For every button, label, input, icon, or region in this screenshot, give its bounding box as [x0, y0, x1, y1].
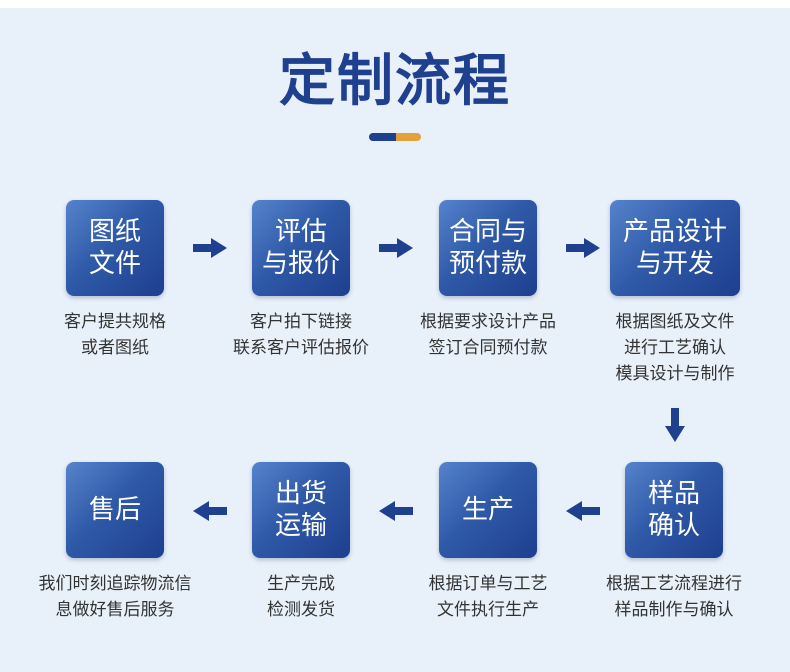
desc-line: 根据图纸及文件	[615, 312, 735, 332]
step-shipping-desc: 生产完成 检测发货	[211, 571, 391, 623]
title-underline-blue	[369, 133, 396, 141]
step-label-line: 运输	[274, 511, 327, 541]
step-sample-desc: 根据工艺流程进行 样品制作与确认	[584, 571, 764, 623]
desc-line: 生产完成	[267, 574, 335, 594]
arrow-left-icon	[379, 501, 413, 521]
step-design-box: 产品设计 与开发	[610, 200, 740, 296]
desc-line: 文件执行生产	[437, 600, 539, 620]
step-design-desc: 根据图纸及文件 进行工艺确认 模具设计与制作	[585, 309, 765, 387]
desc-line: 进行工艺确认	[624, 338, 726, 358]
arrow-right-icon	[193, 238, 227, 258]
step-label-line: 与开发	[635, 249, 714, 279]
step-label-line: 与报价	[261, 249, 340, 279]
title-underline-gold	[396, 133, 421, 141]
desc-line: 根据工艺流程进行	[606, 574, 742, 594]
step-drawings-box: 图纸 文件	[66, 200, 164, 296]
step-drawings-desc: 客户提共规格 或者图纸	[25, 309, 205, 361]
step-aftersales-box: 售后	[66, 462, 164, 558]
arrow-right-icon	[379, 238, 413, 258]
step-production-box: 生产	[439, 462, 537, 558]
arrow-left-icon	[193, 501, 227, 521]
step-label-line: 样品	[647, 479, 700, 509]
desc-line: 检测发货	[267, 600, 335, 620]
arrow-left-icon	[566, 501, 600, 521]
step-label-line: 确认	[647, 511, 700, 541]
desc-line: 样品制作与确认	[614, 600, 734, 620]
step-label-line: 售后	[88, 495, 141, 525]
step-label-line: 文件	[88, 249, 141, 279]
step-label-line: 预付款	[448, 249, 527, 279]
step-contract-desc: 根据要求设计产品 签订合同预付款	[398, 309, 578, 361]
desc-line: 模具设计与制作	[615, 364, 735, 384]
page-background	[0, 8, 790, 672]
desc-line: 或者图纸	[81, 338, 149, 358]
step-shipping-box: 出货 运输	[252, 462, 350, 558]
desc-line: 根据要求设计产品	[420, 312, 556, 332]
step-label-line: 合同与	[448, 217, 527, 247]
step-quote-desc: 客户拍下链接 联系客户评估报价	[211, 309, 391, 361]
desc-line: 息做好售后服务	[55, 600, 175, 620]
step-aftersales-desc: 我们时刻追踪物流信 息做好售后服务	[25, 571, 205, 623]
step-label-line: 出货	[274, 479, 327, 509]
title-underline	[369, 133, 421, 141]
arrow-down-icon	[665, 408, 685, 442]
desc-line: 我们时刻追踪物流信	[38, 574, 192, 594]
step-label-line: 图纸	[88, 217, 141, 247]
arrow-right-icon	[566, 238, 600, 258]
page-title: 定制流程	[279, 49, 511, 114]
step-label-line: 生产	[461, 495, 514, 525]
step-quote-box: 评估 与报价	[252, 200, 350, 296]
step-label-line: 评估	[274, 217, 327, 247]
step-contract-box: 合同与 预付款	[439, 200, 537, 296]
step-label-line: 产品设计	[622, 217, 727, 247]
desc-line: 根据订单与工艺	[428, 574, 548, 594]
desc-line: 签订合同预付款	[428, 338, 548, 358]
step-production-desc: 根据订单与工艺 文件执行生产	[398, 571, 578, 623]
desc-line: 客户提共规格	[64, 312, 166, 332]
desc-line: 客户拍下链接	[250, 312, 352, 332]
step-sample-box: 样品 确认	[625, 462, 723, 558]
desc-line: 联系客户评估报价	[233, 338, 369, 358]
